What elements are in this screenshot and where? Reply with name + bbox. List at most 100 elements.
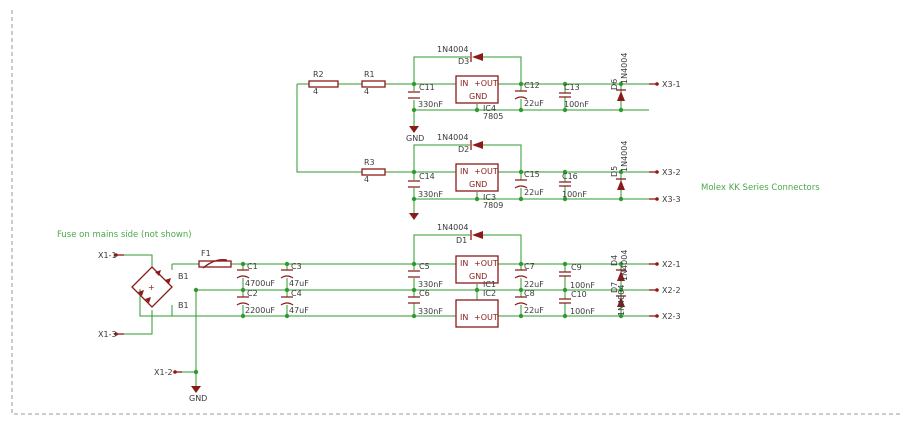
c9-value: 100nF xyxy=(570,281,595,290)
c14-name: C14 xyxy=(419,172,435,181)
ic1-pin-out: +OUT xyxy=(474,259,498,268)
c16-name: C16 xyxy=(562,172,578,181)
c11-name: C11 xyxy=(419,83,435,92)
c6-value: 330nF xyxy=(418,307,443,316)
ic1-name: IC1 xyxy=(483,280,496,289)
c13-name: C13 xyxy=(564,83,580,92)
x1-3-label: X1-3 xyxy=(98,330,117,339)
r3-value: 4 xyxy=(364,175,369,184)
regulator-ic2: IN +OUT IC2 xyxy=(455,289,499,328)
x3-3-label: X3-3 xyxy=(662,195,681,204)
capacitor-c13: C13 100nF xyxy=(559,83,589,109)
gnd-label-1: GND xyxy=(406,134,424,143)
x1-2-label: X1-2 xyxy=(154,368,173,377)
ground-symbol-3: GND xyxy=(189,386,207,403)
fuse-f1: F1 xyxy=(198,249,232,269)
d7-value: 1N4004 xyxy=(617,285,626,316)
connector-x2-2: X2-2 xyxy=(649,286,681,295)
b1-name-top: B1 xyxy=(178,272,189,281)
ic2-name: IC2 xyxy=(483,289,496,298)
ic4-pin-out: +OUT xyxy=(474,79,498,88)
molex-note: Molex KK Series Connectors xyxy=(701,183,820,193)
x2-3-label: X2-3 xyxy=(662,312,681,321)
c5-name: C5 xyxy=(419,262,430,271)
f1-name: F1 xyxy=(201,249,211,258)
c15-value: 22uF xyxy=(524,188,544,197)
connector-x3-3: X3-3 xyxy=(649,195,681,204)
capacitor-c3: C3 47uF xyxy=(280,262,309,288)
capacitor-c14: C14 330nF xyxy=(408,172,443,199)
ground-symbol-1: GND xyxy=(406,126,424,143)
ic1-pin-gnd: GND xyxy=(469,272,487,281)
c2-value: 2200uF xyxy=(245,306,275,315)
connector-x1-1: X1-1 xyxy=(98,251,124,260)
d3-value: 1N4004 xyxy=(437,45,468,54)
b1-name-bottom: B1 xyxy=(178,301,189,310)
diode-d6: D6 1N4004 xyxy=(610,53,629,101)
c16-value: 100nF xyxy=(562,190,587,199)
capacitor-c16: C16 100nF xyxy=(559,172,587,199)
c12-name: C12 xyxy=(524,81,540,90)
r1-name: R1 xyxy=(364,70,375,79)
ic2-pin-out: +OUT xyxy=(474,313,498,322)
c4-value: 47uF xyxy=(289,306,309,315)
diode-d7: D7 1N4004 xyxy=(610,282,626,316)
capacitor-c2: C2 2200uF xyxy=(236,289,275,315)
c8-value: 22uF xyxy=(524,306,544,315)
resistor-r1: R1 4 xyxy=(361,70,386,96)
c11-value: 330nF xyxy=(418,100,443,109)
c8-name: C8 xyxy=(524,289,535,298)
capacitor-c9: C9 100nF xyxy=(559,263,595,290)
d4-value: 1N4004 xyxy=(620,250,629,281)
regulator-ic4: IN +OUT GND IC4 7805 xyxy=(455,75,503,121)
x3-2-label: X3-2 xyxy=(662,168,681,177)
capacitor-c15: C15 22uF xyxy=(514,170,544,197)
connector-x1-2: X1-2 xyxy=(154,368,182,377)
r1-value: 4 xyxy=(364,87,369,96)
regulator-ic1: IN +OUT GND IC1 xyxy=(455,255,499,289)
c1-name: C1 xyxy=(247,262,258,271)
capacitor-c4: C4 47uF xyxy=(280,289,309,315)
ic3-pin-out: +OUT xyxy=(474,167,498,176)
regulator-ic3: IN +OUT GND IC3 7809 xyxy=(455,163,503,210)
ic4-name: IC4 xyxy=(483,104,496,113)
diode-d3: 1N4004 D3 xyxy=(437,45,483,66)
diode-d1: 1N4004 D1 xyxy=(437,223,483,245)
ic3-value: 7809 xyxy=(483,201,503,210)
c4-name: C4 xyxy=(291,289,302,298)
d2-value: 1N4004 xyxy=(437,133,468,142)
ic2-pin-in: IN xyxy=(460,313,468,322)
d1-value: 1N4004 xyxy=(437,223,468,232)
c3-value: 47uF xyxy=(289,279,309,288)
c6-name: C6 xyxy=(419,289,430,298)
connector-x2-3: X2-3 xyxy=(649,312,681,321)
ic1-pin-in: IN xyxy=(460,259,468,268)
connector-x3-2: X3-2 xyxy=(649,168,681,177)
c13-value: 100nF xyxy=(564,100,589,109)
ground-symbol-2 xyxy=(409,213,419,220)
ic4-pin-gnd: GND xyxy=(469,92,487,101)
c15-name: C15 xyxy=(524,170,540,179)
capacitor-c11: C11 330nF xyxy=(408,83,443,109)
d4-name: D4 xyxy=(610,255,619,266)
ic3-name: IC3 xyxy=(483,193,496,202)
c10-name: C10 xyxy=(571,290,587,299)
connector-x3-1: X3-1 xyxy=(649,80,681,89)
c12-value: 22uF xyxy=(524,99,544,108)
capacitor-c6: C6 330nF xyxy=(408,289,443,316)
connector-x1-3: X1-3 xyxy=(98,330,124,339)
bridge-plus: + xyxy=(148,283,155,292)
bridge-rectifier-b1: + B1 B1 xyxy=(131,266,189,310)
ic3-pin-gnd: GND xyxy=(469,180,487,189)
diode-d4: D4 1N4004 xyxy=(610,250,629,281)
connector-x2-1: X2-1 xyxy=(649,260,681,269)
c14-value: 330nF xyxy=(418,190,443,199)
c5-value: 330nF xyxy=(418,280,443,289)
c7-name: C7 xyxy=(524,262,535,271)
capacitor-c5: C5 330nF xyxy=(408,262,443,289)
d3-name: D3 xyxy=(458,57,469,66)
r2-name: R2 xyxy=(313,70,324,79)
resistor-r3: R3 4 xyxy=(361,158,386,184)
resistor-r2: R2 4 xyxy=(308,70,339,96)
